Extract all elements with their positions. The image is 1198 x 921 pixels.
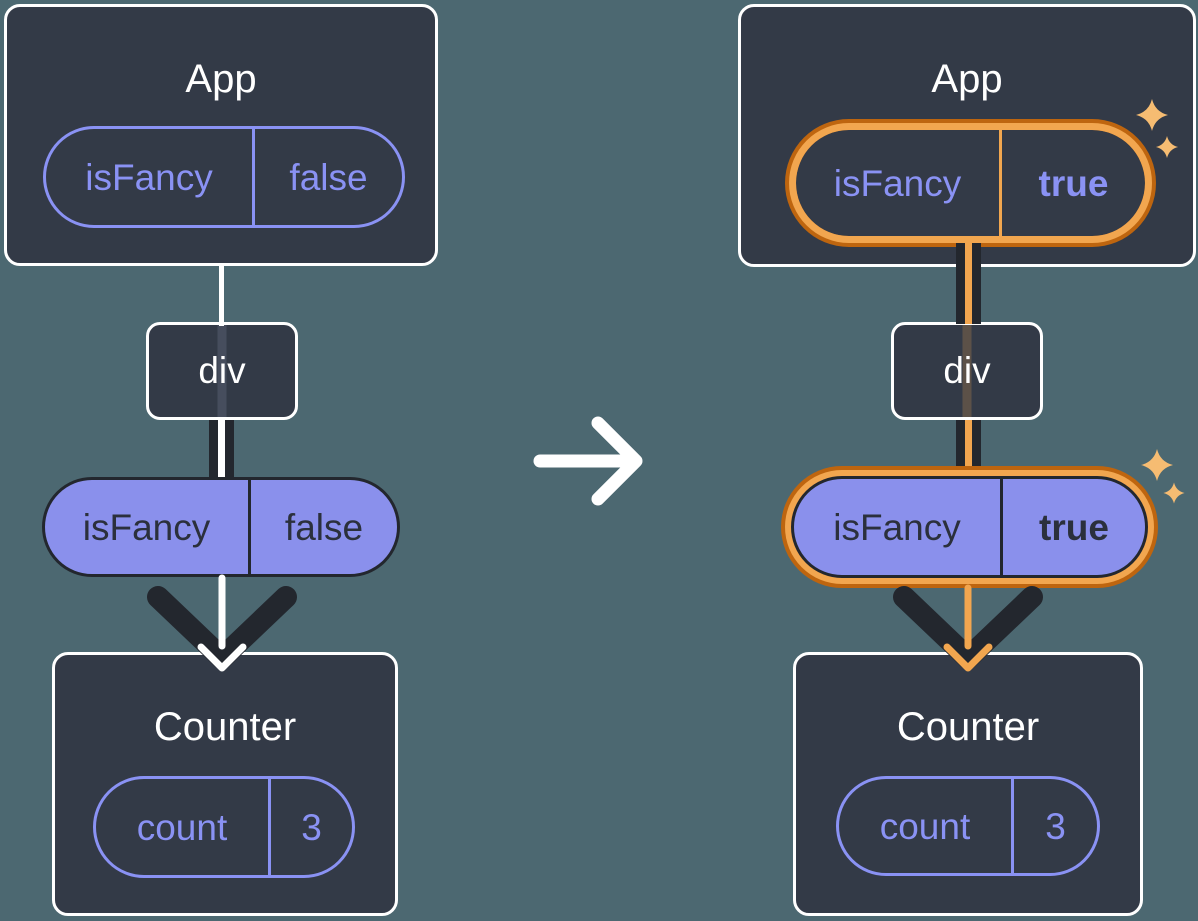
left-edge-app-div xyxy=(219,264,224,326)
prop-name-label: isFancy xyxy=(833,506,961,548)
left-app-card: App isFancy false xyxy=(4,4,438,266)
right-edge-app-div xyxy=(956,243,981,324)
left-counter-card: Counter count 3 xyxy=(52,652,398,916)
state-name-label: count xyxy=(136,806,228,848)
right-div-passthrough-line xyxy=(962,325,972,417)
right-counter-card: Counter count 3 xyxy=(793,652,1143,916)
right-passed-prop-pill-highlighted: isFancy true xyxy=(791,476,1148,578)
right-counter-title: Counter xyxy=(896,705,1040,749)
state-name-label: count xyxy=(879,805,971,847)
prop-name-label: isFancy xyxy=(833,162,962,204)
right-div-card: div xyxy=(891,322,1043,420)
left-app-prop-pill: isFancy false xyxy=(43,126,405,228)
sparkle-icon xyxy=(1163,482,1185,504)
right-app-card: App isFancy true xyxy=(738,4,1196,267)
right-app-title: App xyxy=(931,57,1003,101)
right-app-prop-pill-highlighted: isFancy true xyxy=(796,130,1145,236)
state-value-label: 3 xyxy=(268,779,352,875)
left-edge-div-prop xyxy=(209,419,234,482)
prop-value-label: true xyxy=(1000,479,1145,575)
left-div-passthrough-line xyxy=(217,325,227,417)
left-counter-title: Counter xyxy=(153,705,297,749)
prop-value-label: false xyxy=(252,129,402,225)
left-div-card: div xyxy=(146,322,298,420)
right-edge-div-prop xyxy=(956,419,981,482)
left-flow-arrowhead-icon xyxy=(147,586,297,669)
right-div-label: div xyxy=(943,350,991,391)
prop-value-label: true xyxy=(999,130,1145,236)
prop-value-label: false xyxy=(248,480,397,574)
state-value-label: 3 xyxy=(1011,779,1097,873)
left-passed-prop-pill: isFancy false xyxy=(42,477,400,577)
left-app-title: App xyxy=(185,57,257,101)
left-counter-state-pill: count 3 xyxy=(93,776,355,878)
sparkle-icon xyxy=(1141,449,1173,481)
prop-name-label: isFancy xyxy=(85,156,213,198)
left-div-label: div xyxy=(198,350,246,391)
transition-arrow-icon xyxy=(533,416,643,506)
prop-name-label: isFancy xyxy=(82,506,211,548)
right-flow-arrowhead-icon xyxy=(893,586,1043,669)
right-counter-state-pill: count 3 xyxy=(836,776,1100,876)
